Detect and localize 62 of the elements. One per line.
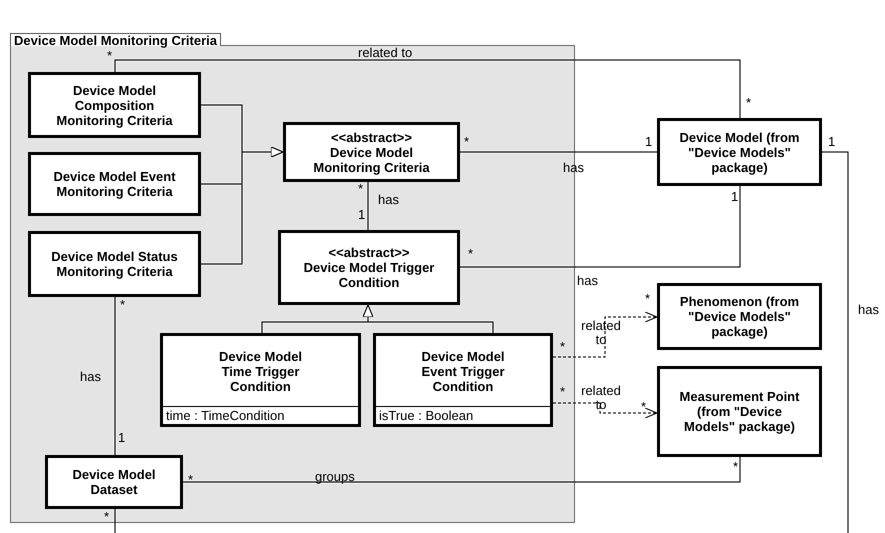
class-name: Phenomenon (from "Device Models" package) xyxy=(678,294,800,339)
multiplicity-label: * xyxy=(464,135,470,149)
class-name: Device Model Composition Monitoring Criteria xyxy=(55,82,174,128)
class-box xyxy=(28,231,201,297)
association-line xyxy=(114,296,116,456)
dependency-arrow xyxy=(552,312,658,358)
edge-label: has xyxy=(80,370,101,384)
edge-label: has xyxy=(577,274,598,288)
multiplicity-label: 1 xyxy=(358,208,366,222)
multiplicity-label: * xyxy=(641,400,646,414)
multiplicity-label: 1 xyxy=(118,431,126,445)
edge-label: has xyxy=(378,193,399,207)
multiplicity-label: * xyxy=(746,96,752,110)
class-box xyxy=(278,230,460,305)
generalization-arrow xyxy=(200,146,284,264)
class-box xyxy=(657,118,822,186)
class-name: Measurement Point (from "Device Models" package) xyxy=(678,389,800,434)
multiplicity-label: 1 xyxy=(828,135,836,149)
generalization-arrow xyxy=(362,304,494,334)
association-line xyxy=(114,508,116,533)
class-name: Device Model Status Monitoring Criteria xyxy=(50,249,179,279)
class-name: Device Model Event Monitoring Criteria xyxy=(52,169,177,199)
dependency-arrow xyxy=(552,402,658,418)
association-line xyxy=(460,186,740,268)
multiplicity-label: * xyxy=(560,385,566,399)
multiplicity-label: * xyxy=(104,510,110,524)
package-title: Device Model Monitoring Criteria xyxy=(10,33,221,46)
multiplicity-label: * xyxy=(120,298,126,312)
multiplicity-label: * xyxy=(560,340,566,354)
multiplicity-label: * xyxy=(468,247,474,261)
class-name: Device Model Monitoring Criteria xyxy=(312,144,431,174)
edge-label: related to xyxy=(358,47,412,59)
association-line xyxy=(822,152,848,533)
edge-label: groups xyxy=(315,470,355,484)
class-box xyxy=(28,72,201,138)
class-name: Device Model Time Trigger Condition xyxy=(218,348,304,394)
multiplicity-label: 1 xyxy=(731,190,738,204)
multiplicity-label: * xyxy=(645,292,650,306)
class-box xyxy=(373,333,553,427)
association-line xyxy=(182,456,740,482)
attribute-text: isTrue : Boolean xyxy=(376,406,550,424)
class-name: Device Model (from "Device Models" package) xyxy=(678,130,800,174)
class-name: Device Model Dataset xyxy=(71,467,157,497)
class-box xyxy=(283,122,460,182)
edge-label: has xyxy=(858,303,879,317)
multiplicity-label: * xyxy=(107,49,112,63)
class-box xyxy=(657,366,822,457)
multiplicity-label: * xyxy=(733,460,738,474)
class-box xyxy=(657,283,822,350)
class-name: Device Model Trigger Condition xyxy=(302,260,436,290)
class-box xyxy=(160,333,361,427)
association-line xyxy=(114,60,740,118)
attribute-text: time : TimeCondition xyxy=(163,406,358,424)
multiplicity-label: * xyxy=(188,473,194,487)
stereotype-text: <<abstract>> xyxy=(328,245,410,260)
class-box xyxy=(45,455,183,509)
class-box xyxy=(28,152,201,216)
class-name: Device Model Event Trigger Condition xyxy=(420,348,506,394)
multiplicity-label: * xyxy=(358,182,364,196)
stereotype-text: <<abstract>> xyxy=(330,130,413,144)
edge-label: related to xyxy=(580,384,622,412)
multiplicity-label: 1 xyxy=(645,135,652,149)
